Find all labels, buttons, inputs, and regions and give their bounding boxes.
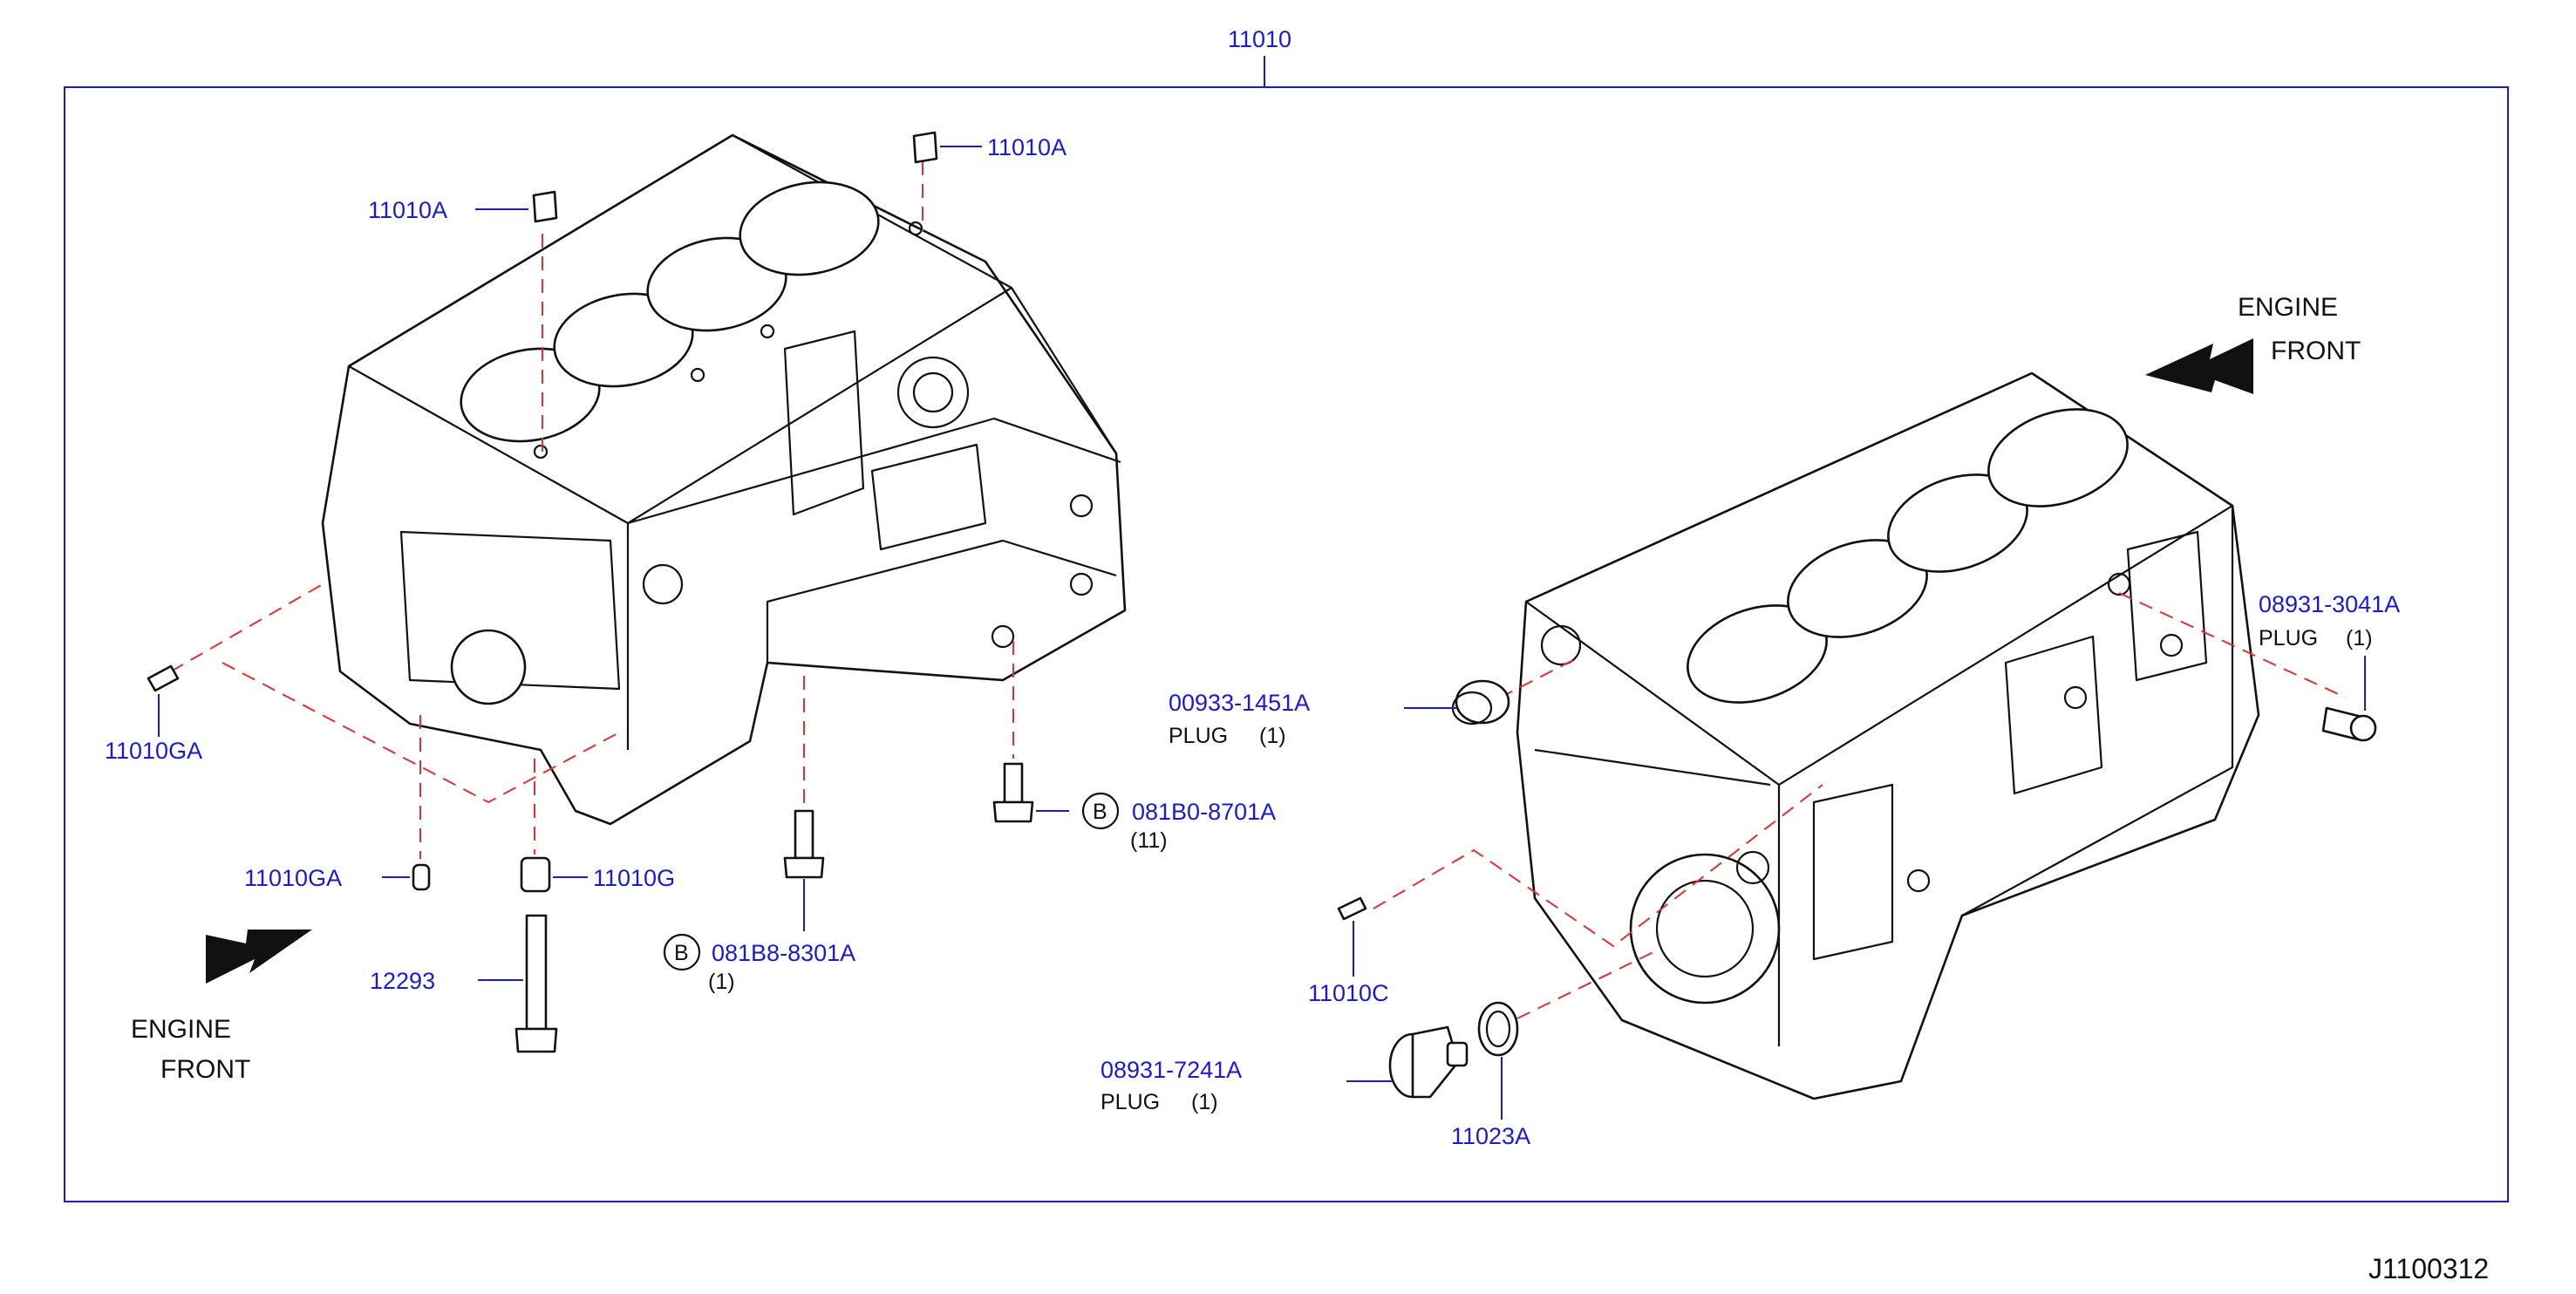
callout-08931-3041a[interactable]: 08931-3041A — [2259, 591, 2400, 617]
plug-bottom-part[interactable] — [1388, 1025, 1469, 1099]
callout-12293[interactable]: 12293 — [370, 968, 435, 994]
pin-bottom-part[interactable] — [412, 863, 431, 891]
sleeve-part[interactable] — [520, 856, 551, 893]
dowel-top-right-part[interactable] — [912, 131, 938, 164]
washer-part[interactable] — [1477, 1001, 1519, 1057]
callout-08931-7241a-qty: (1) — [1191, 1090, 1218, 1114]
callout-081b0-8701a[interactable]: 081B0-8701A — [1132, 799, 1276, 825]
bolt-right-part[interactable] — [992, 762, 1034, 823]
badge-b-center-label: B — [674, 941, 689, 965]
callout-00933-1451a[interactable]: 00933-1451A — [1169, 690, 1310, 716]
callout-11023a[interactable]: 11023A — [1451, 1123, 1530, 1149]
engine-front-arrow-right — [2145, 338, 2253, 394]
plug-left-part[interactable] — [1451, 679, 1510, 725]
cylinder-block-right-illustration — [1516, 371, 2260, 1100]
pin-left-part[interactable] — [147, 664, 180, 692]
left-assembly-lines — [170, 161, 1014, 859]
callout-081b8-8301a[interactable]: 081B8-8301A — [712, 940, 855, 966]
callout-08931-7241a[interactable]: 08931-7241A — [1101, 1057, 1242, 1083]
diagram-frame — [64, 86, 2509, 1202]
right-assembly-lines — [1373, 592, 2347, 1019]
callout-11010ga-left[interactable]: 11010GA — [105, 738, 202, 764]
engine-front-label-left-line1: ENGINE — [131, 1015, 231, 1044]
cylinder-block-left-illustration — [321, 133, 1127, 826]
callout-08931-3041a-name: PLUG — [2259, 626, 2318, 650]
badge-b-right-label: B — [1093, 800, 1107, 824]
callout-00933-1451a-qty: (1) — [1259, 724, 1286, 748]
callout-11010c[interactable]: 11010C — [1308, 980, 1389, 1006]
diagram-code: J1100312 — [2368, 1253, 2489, 1284]
callout-00933-1451a-name: PLUG — [1169, 724, 1228, 748]
engine-front-label-left-line2: FRONT — [160, 1055, 250, 1084]
badge-b-center — [663, 933, 701, 971]
callout-11010a-left[interactable]: 11010A — [368, 197, 447, 223]
callout-08931-3041a-qty: (1) — [2346, 626, 2373, 650]
callout-081b0-8701a-qty: (11) — [1130, 828, 1168, 853]
dowel-top-left-part[interactable] — [532, 190, 558, 223]
bolt-center-part[interactable] — [783, 809, 825, 879]
engine-front-label-right-line1: ENGINE — [2238, 293, 2338, 322]
stud-part[interactable] — [515, 914, 558, 1053]
plug-right-part[interactable] — [2321, 706, 2377, 742]
pin-front-part[interactable] — [1337, 896, 1367, 921]
callout-08931-7241a-name: PLUG — [1101, 1090, 1160, 1114]
callout-081b8-8301a-qty: (1) — [708, 970, 735, 994]
callout-11010ga-bottom[interactable]: 11010GA — [244, 865, 342, 891]
engine-front-arrow-left — [206, 930, 312, 984]
rear-main-seal-bore — [1629, 853, 1781, 1005]
badge-b-right — [1081, 792, 1120, 830]
callout-11010g[interactable]: 11010G — [593, 865, 675, 891]
engine-front-label-right-line2: FRONT — [2271, 337, 2361, 365]
assembly-number[interactable]: 11010 — [1228, 26, 1291, 52]
callout-11010a-right[interactable]: 11010A — [987, 134, 1067, 160]
